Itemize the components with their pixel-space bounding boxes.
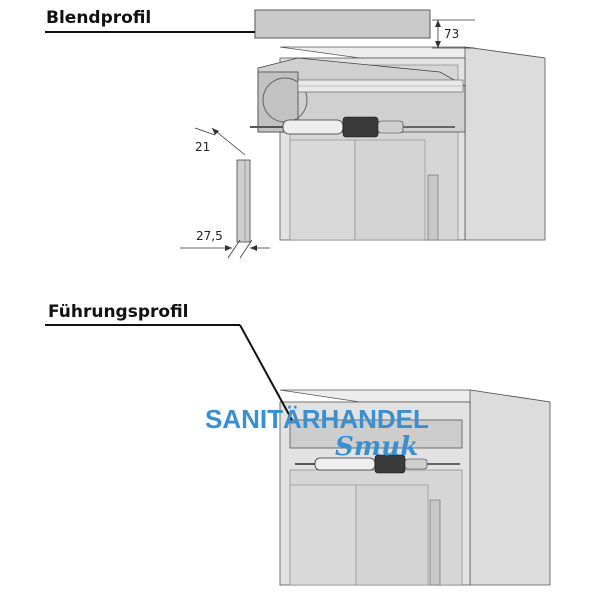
dimension-73: 73 <box>444 27 460 41</box>
dimension-21: 21 <box>195 140 211 154</box>
side-profile <box>180 127 270 259</box>
blendprofil-panel <box>254 9 431 39</box>
watermark-line1: SANITÄRHANDEL <box>205 404 429 434</box>
bottom-cabinet <box>279 389 551 586</box>
dimension-27-5: 27,5 <box>196 229 223 243</box>
bottom-gas-spring <box>295 454 460 474</box>
fuehrungsprofil-label: Führungsprofil <box>48 302 189 322</box>
fuehrungsprofil-leader <box>45 324 293 421</box>
watermark-line2: Smuk <box>335 432 419 462</box>
dimension-73-lines <box>432 19 475 49</box>
blendprofil-label: Blendprofil <box>46 8 152 28</box>
gas-spring <box>250 116 455 138</box>
